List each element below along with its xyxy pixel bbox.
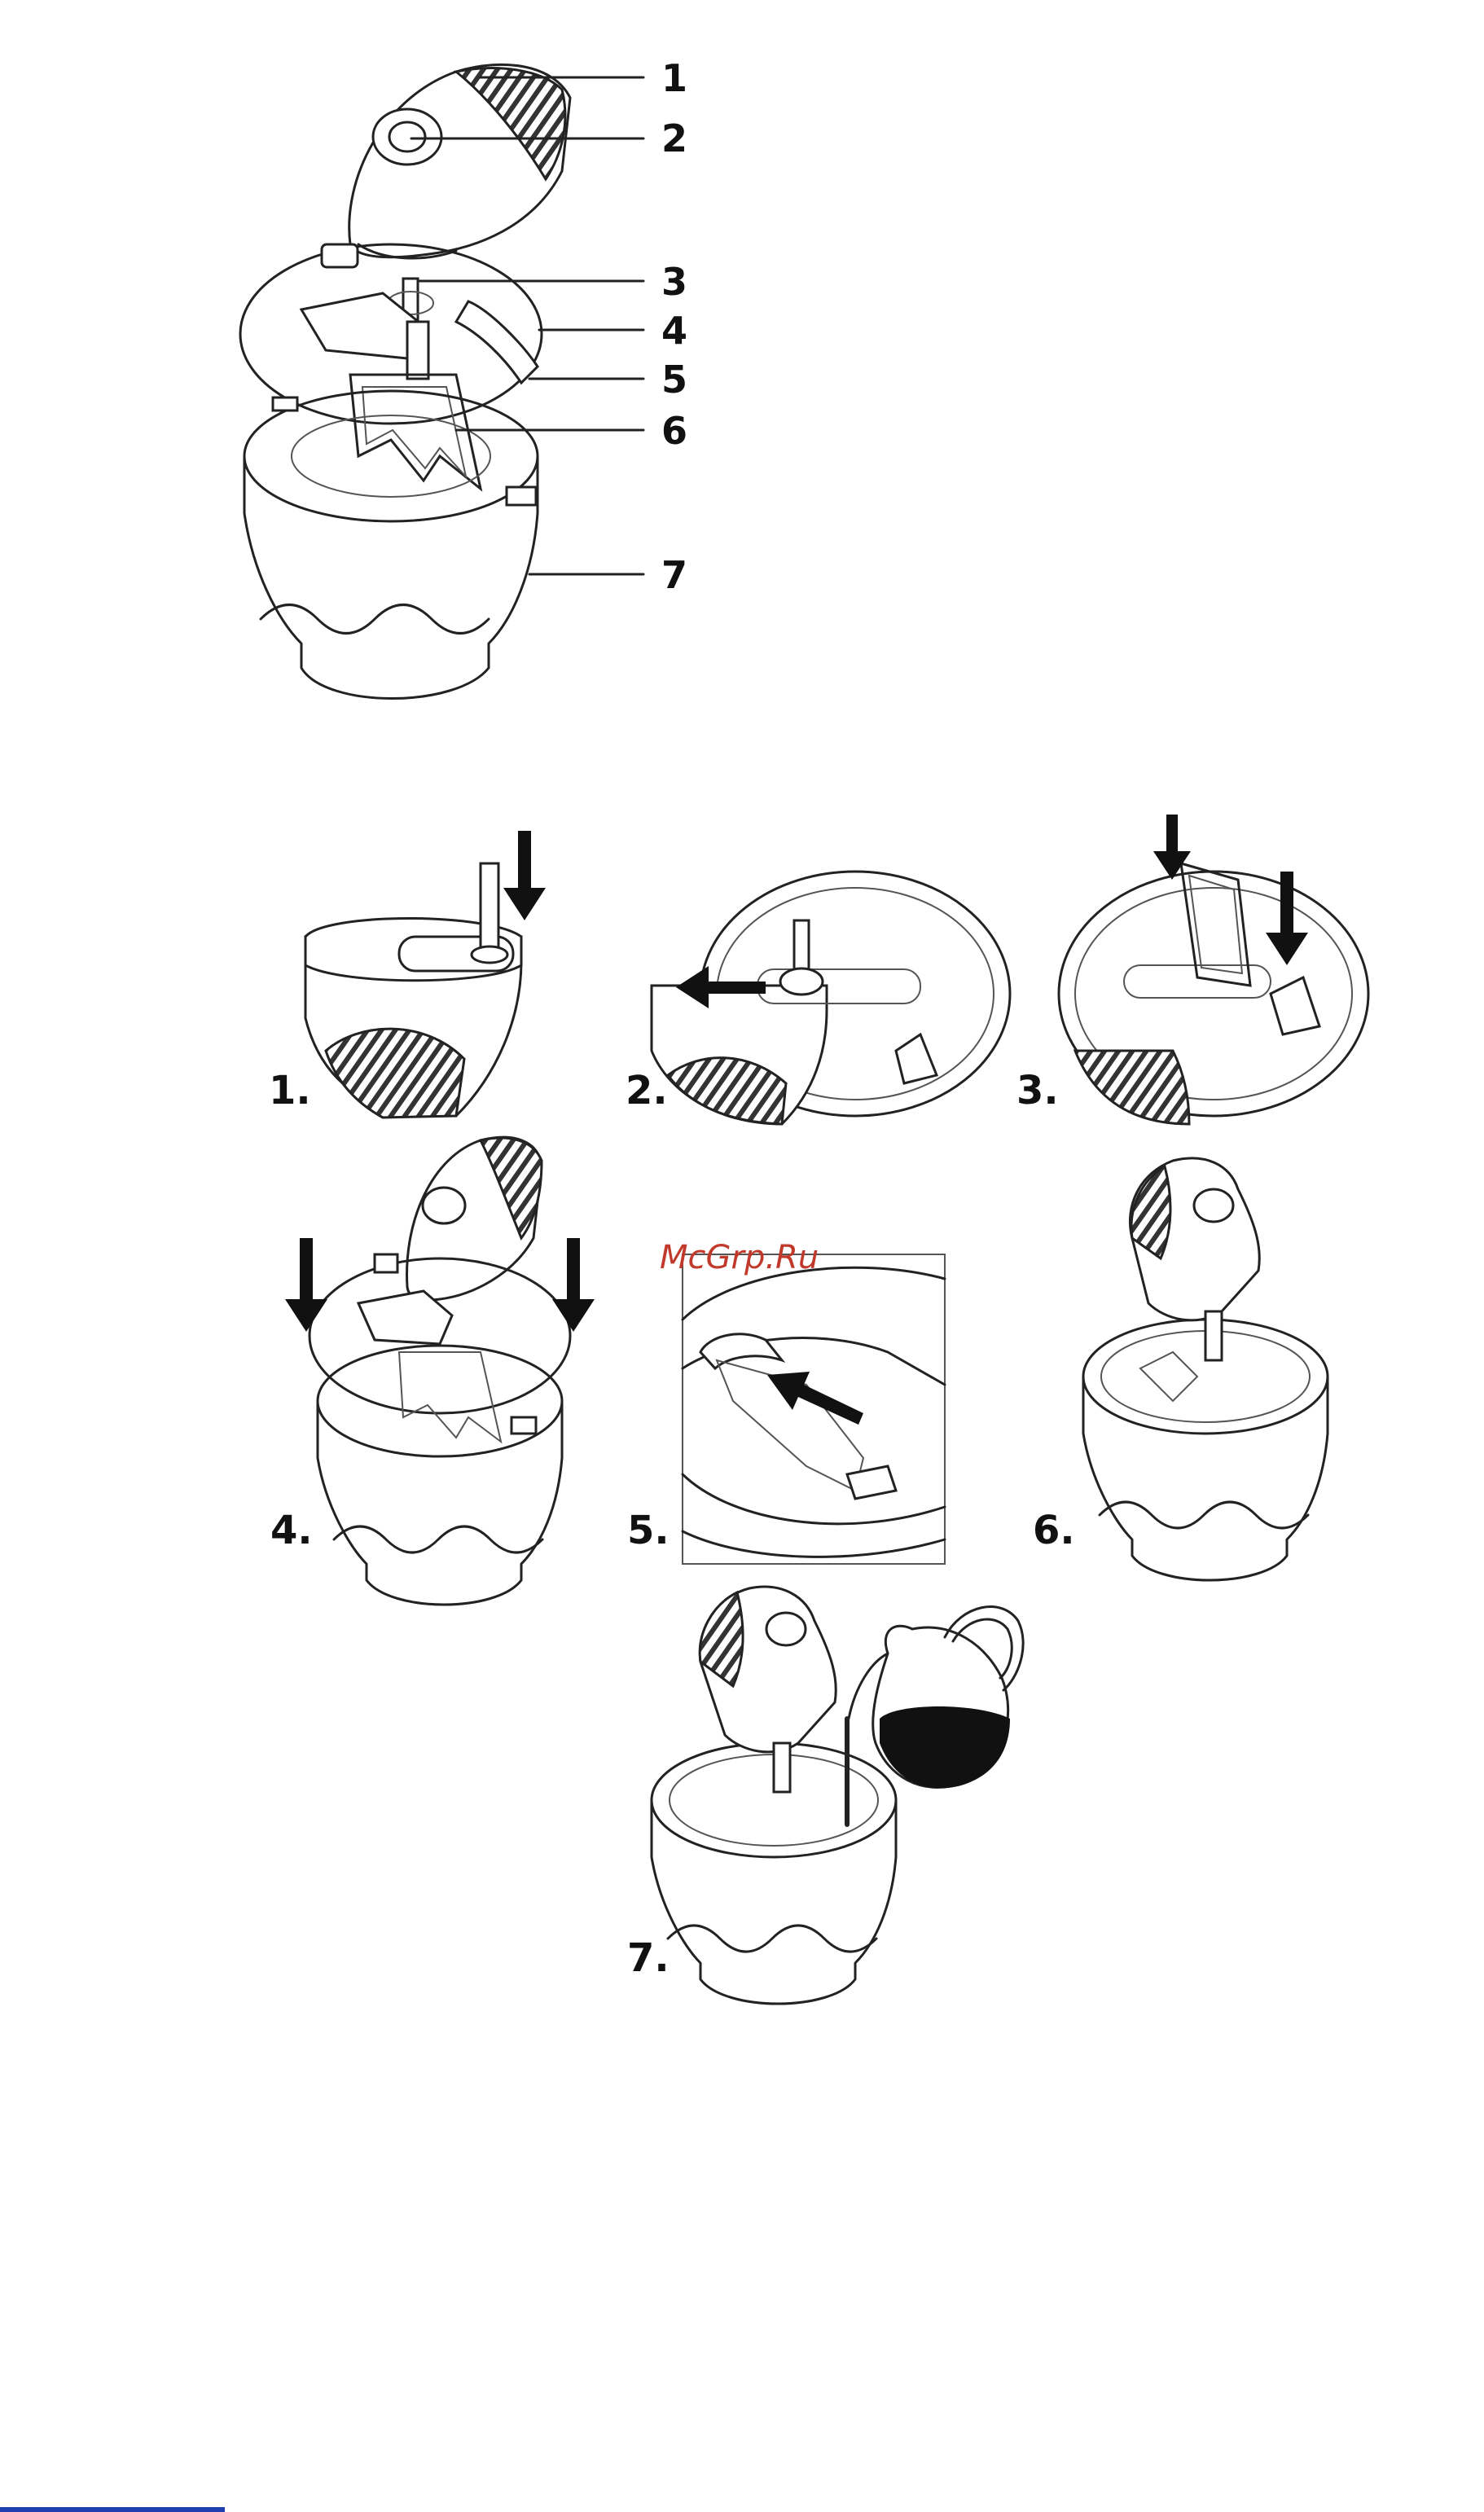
- callout-6: 6: [661, 409, 687, 453]
- step-4-illustration: 4.: [270, 1137, 595, 1605]
- power-button-icon: [766, 1613, 806, 1645]
- exploded-parts-diagram: 1 2 3 4 5 6 7: [240, 56, 687, 699]
- step-label-4: 4.: [270, 1508, 313, 1553]
- step-7-illustration: 7.: [627, 1587, 1023, 2004]
- callout-1: 1: [661, 56, 687, 100]
- power-button-icon: [423, 1188, 465, 1223]
- step-label-5: 5.: [627, 1508, 670, 1553]
- step-label-7: 7.: [627, 1935, 670, 1981]
- step-label-3: 3.: [1016, 1068, 1059, 1113]
- callout-5: 5: [661, 358, 687, 402]
- down-arrow-icon: [1266, 872, 1308, 965]
- down-arrow-icon: [285, 1238, 327, 1332]
- down-arrow-icon: [552, 1238, 595, 1332]
- freezer-bowl: [244, 391, 538, 699]
- footer-bar: [0, 2507, 225, 2512]
- down-arrow-icon: [1153, 815, 1191, 880]
- motor-unit: [349, 64, 570, 258]
- pitcher: [849, 1607, 1023, 1789]
- power-button-icon: [1194, 1189, 1233, 1222]
- step-label-6: 6.: [1033, 1508, 1075, 1553]
- callout-7: 7: [661, 553, 687, 597]
- step-1-illustration: 1.: [269, 831, 546, 1118]
- step-5-illustration: 5.: [627, 1254, 945, 1564]
- watermark-text: McGrp.Ru: [660, 1239, 819, 1276]
- step-label-2: 2.: [626, 1068, 668, 1113]
- step-6-illustration: 6.: [1033, 1158, 1328, 1580]
- step-2-illustration: 2.: [626, 872, 1010, 1124]
- callout-3: 3: [661, 260, 687, 304]
- down-arrow-icon: [503, 831, 546, 920]
- callout-4: 4: [661, 309, 687, 353]
- up-left-arrow-icon: [767, 1372, 863, 1425]
- step-3-illustration: 3.: [1016, 815, 1368, 1124]
- callout-2: 2: [661, 116, 687, 160]
- step-label-1: 1.: [269, 1068, 311, 1113]
